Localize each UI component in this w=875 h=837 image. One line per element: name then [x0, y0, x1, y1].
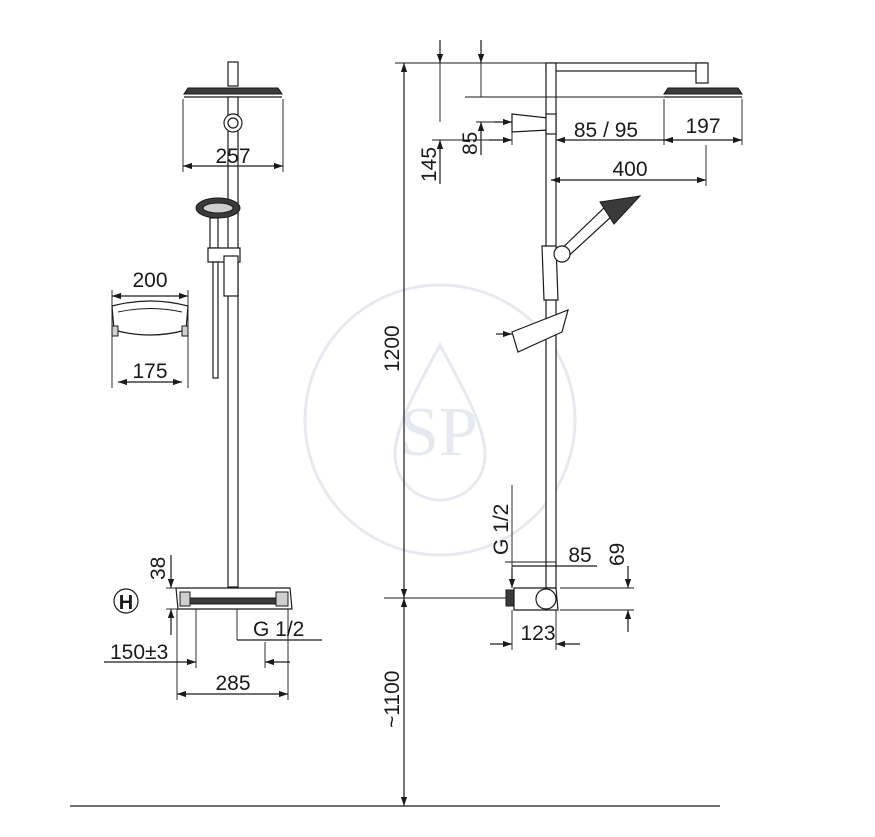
- dim-floor-height: ~1100: [381, 598, 408, 806]
- dim-label-69: 69: [606, 543, 629, 566]
- dim-label-1200: 1200: [381, 325, 404, 372]
- dim-front-inlet: G 1/2: [236, 609, 322, 641]
- dim-label-197: 197: [685, 115, 720, 138]
- dim-label-145: 145: [418, 147, 441, 182]
- dim-label-150: 150±3: [110, 641, 168, 664]
- dim-side-69: 69: [560, 543, 634, 632]
- sp-watermark-icon: SP: [303, 283, 577, 557]
- dim-side-inlet: G 1/2: [490, 485, 556, 588]
- dim-label-285: 285: [215, 672, 250, 695]
- side-view: [496, 62, 743, 611]
- dim-offset-85-top: 85: [459, 63, 512, 155]
- dim-label-38: 38: [147, 557, 170, 580]
- dim-arm-length: 400: [551, 145, 707, 186]
- dim-label-g12-side: G 1/2: [490, 504, 513, 555]
- front-view: [175, 61, 293, 610]
- dim-side-85: 85: [512, 544, 597, 568]
- dim-label-175: 175: [132, 360, 167, 383]
- dim-column-height: 1200: [381, 63, 408, 598]
- dim-label-g12-front: G 1/2: [253, 618, 304, 641]
- dim-offset-145: 145: [418, 63, 512, 184]
- dim-side-123: 123: [490, 610, 580, 650]
- soap-dish: 200 175: [111, 269, 189, 388]
- dim-label-257: 257: [215, 145, 250, 168]
- dim-label-200: 200: [132, 269, 167, 292]
- svg-text:SP: SP: [400, 394, 478, 471]
- dim-mixer-width: 285: [176, 609, 289, 700]
- dim-label-85-95: 85 / 95: [574, 119, 638, 142]
- dim-label-85-side: 85: [568, 544, 591, 567]
- dim-head-depth: 85 / 95: [489, 119, 670, 145]
- svg-text:H: H: [119, 592, 133, 614]
- dim-label-1100: ~1100: [381, 671, 404, 728]
- hot-cold-symbol-icon: H: [113, 588, 139, 614]
- dim-label-123: 123: [520, 622, 555, 645]
- dim-head-diameter: 197: [663, 99, 743, 145]
- dim-label-85-top: 85: [459, 132, 482, 155]
- dim-mixer-height: 38: [147, 555, 178, 635]
- dim-front-spacing: 150±3: [104, 609, 290, 668]
- dim-front-head-width: 257: [182, 99, 284, 172]
- dim-label-400: 400: [612, 158, 647, 181]
- dim-top-offsets: [395, 40, 664, 98]
